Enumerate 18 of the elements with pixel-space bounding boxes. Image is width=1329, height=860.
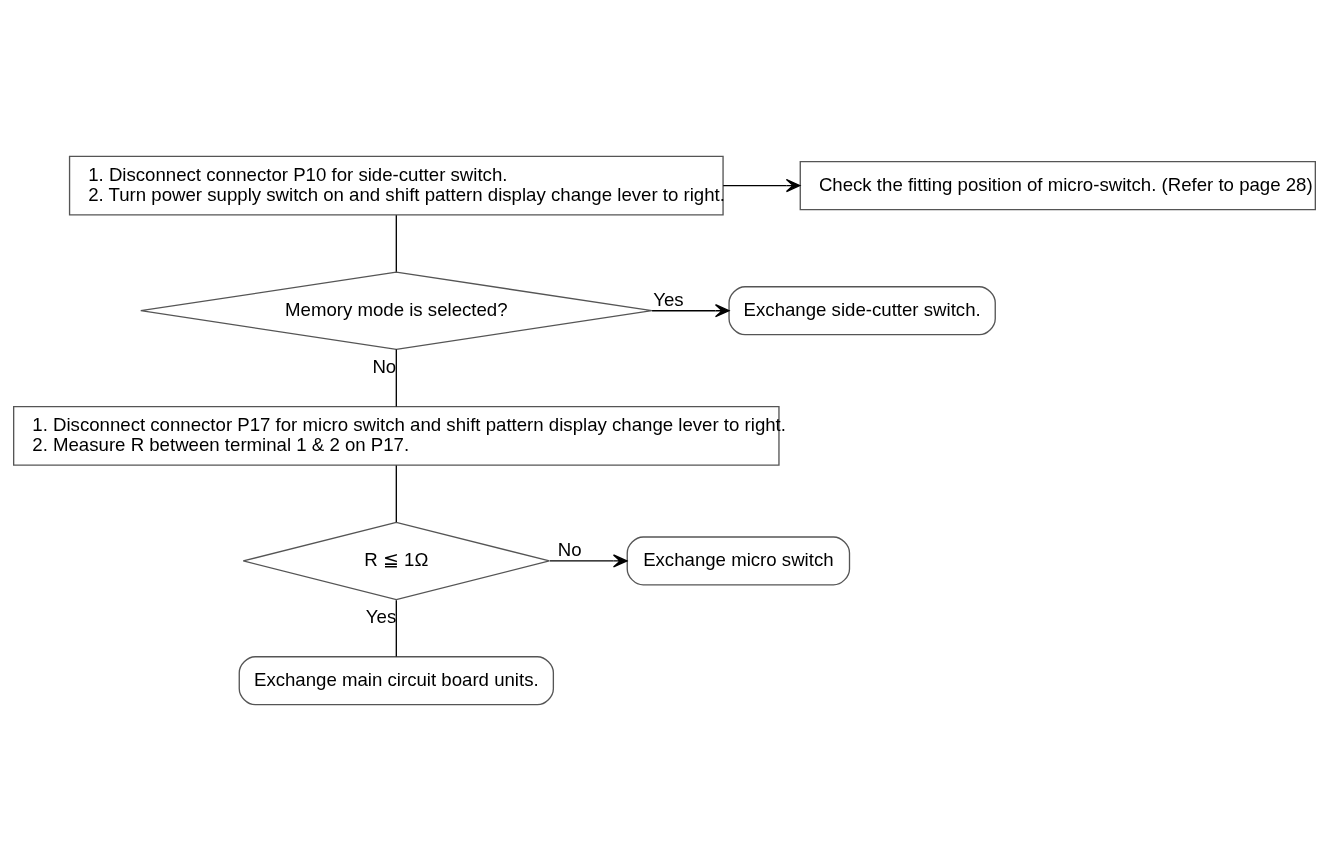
arrow bbox=[549, 553, 628, 568]
connector bbox=[395, 214, 397, 272]
edge-label: Yes bbox=[365, 605, 397, 627]
node-box: Check the fitting position of micro-switch. (Refer to page 28) bbox=[799, 160, 1316, 210]
arrow bbox=[651, 303, 730, 317]
node-box: Exchange side-cutter switch. bbox=[728, 285, 996, 335]
node-box: Exchange main circuit board units. bbox=[238, 655, 555, 705]
edge-label: No bbox=[372, 355, 397, 377]
connector bbox=[395, 599, 397, 657]
edge-label: No bbox=[557, 538, 582, 560]
arrow bbox=[722, 178, 801, 192]
edge-label: Yes bbox=[653, 288, 684, 310]
connector bbox=[395, 464, 397, 523]
node-diamond: Memory mode is selected? bbox=[140, 270, 653, 350]
connector bbox=[395, 348, 397, 407]
node-box: Exchange micro switch bbox=[626, 535, 851, 586]
node-diamond: R ≦ 1Ω bbox=[242, 521, 551, 600]
node-box: 1. Disconnect connector P10 for side-cutter switch. 2. Turn power supply switch on and shift pattern display change lever to right. bbox=[68, 155, 724, 216]
